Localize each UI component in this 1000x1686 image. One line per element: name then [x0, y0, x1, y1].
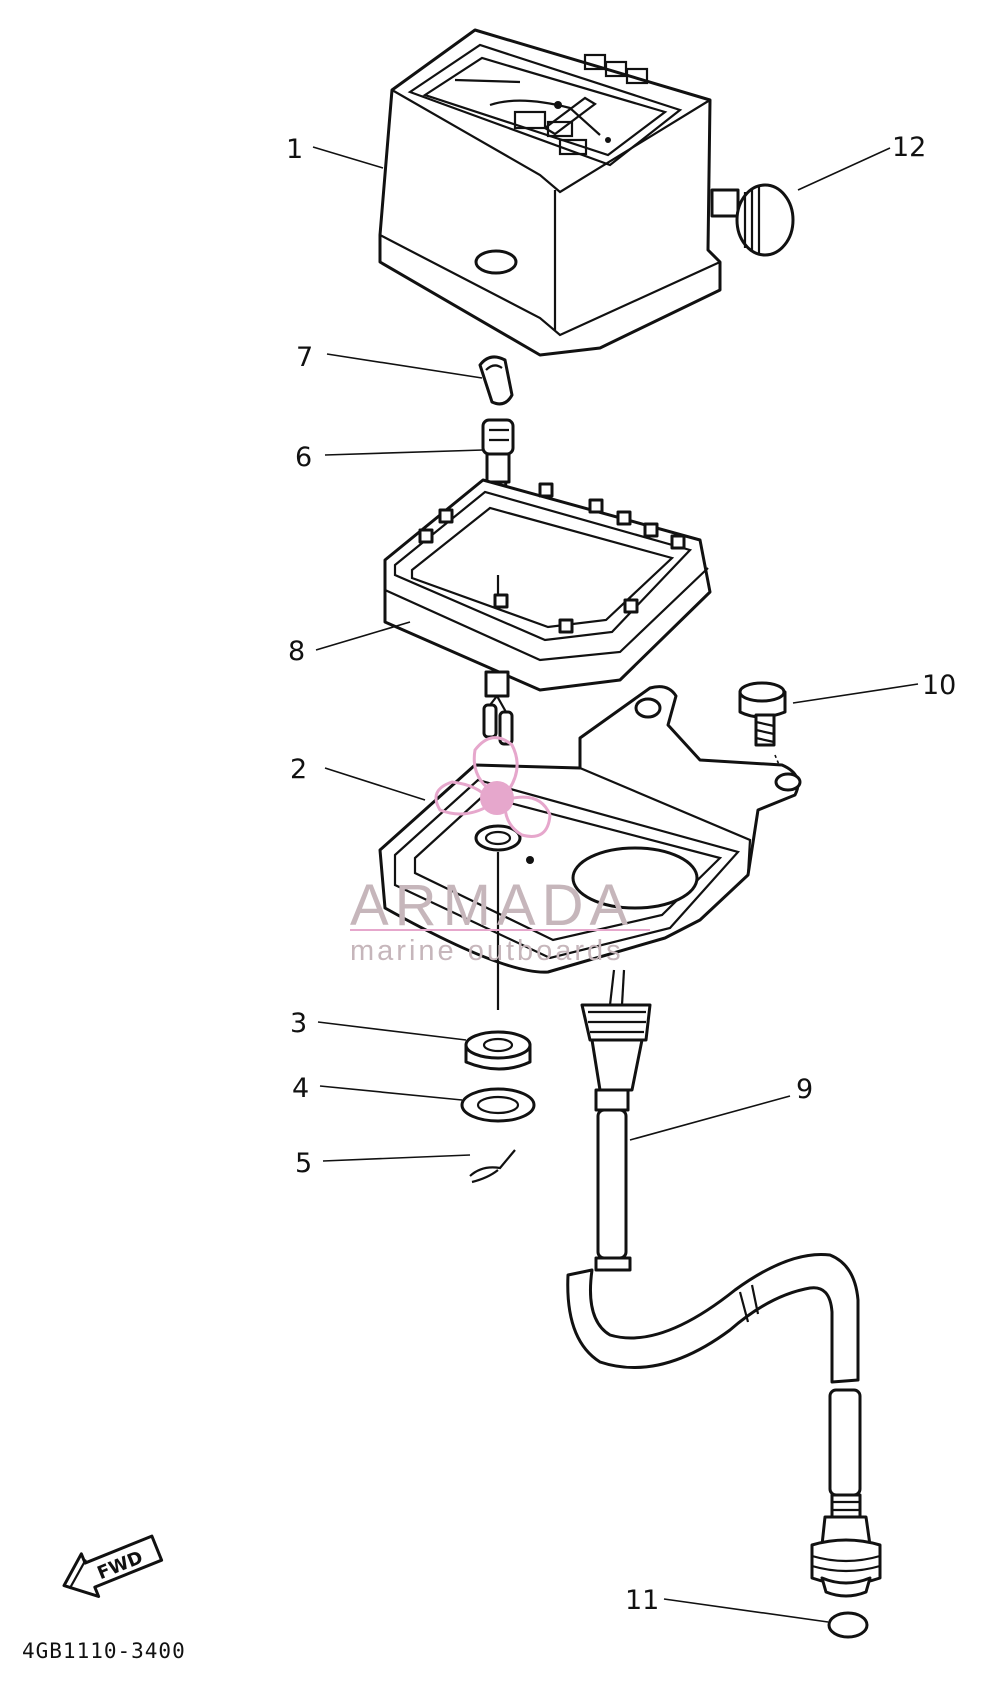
armada-watermark: ARMADA marine outboards — [350, 736, 650, 967]
meter-bracket — [378, 685, 802, 1010]
o-ring — [827, 1611, 869, 1639]
callout-1: 1 — [286, 134, 303, 165]
callout-5: 5 — [295, 1148, 312, 1179]
callout-12: 12 — [892, 132, 926, 163]
bulb-cover — [478, 355, 514, 406]
fwd-arrow-icon: FWD — [62, 1534, 164, 1598]
callout-10: 10 — [922, 670, 956, 701]
reset-knob — [710, 183, 795, 257]
callout-7: 7 — [296, 342, 313, 373]
drawing-code: 4GB1110-3400 — [22, 1639, 186, 1663]
washer — [460, 1087, 536, 1123]
callout-11: 11 — [625, 1585, 659, 1616]
meter-housing — [378, 28, 722, 357]
watermark-brand: ARMADA — [350, 873, 634, 938]
callout-3: 3 — [290, 1008, 307, 1039]
watermark-tagline: marine outboards — [350, 935, 624, 967]
callout-4: 4 — [292, 1073, 309, 1104]
callouts: 1 2 3 4 5 6 7 8 9 10 11 12 — [286, 132, 956, 1616]
bolt — [738, 681, 787, 773]
callout-2: 2 — [290, 754, 307, 785]
fwd-direction-marker: FWD — [62, 1534, 164, 1598]
rubber-frame — [383, 478, 712, 692]
clip — [469, 1149, 516, 1184]
propeller-logo-icon — [434, 736, 552, 838]
callout-6: 6 — [295, 442, 312, 473]
callout-8: 8 — [288, 636, 305, 667]
grommet — [464, 1030, 532, 1071]
speedometer-cable — [566, 969, 882, 1598]
leader-lines — [312, 146, 919, 1623]
bulb-wire — [482, 670, 514, 746]
callout-9: 9 — [796, 1074, 813, 1105]
